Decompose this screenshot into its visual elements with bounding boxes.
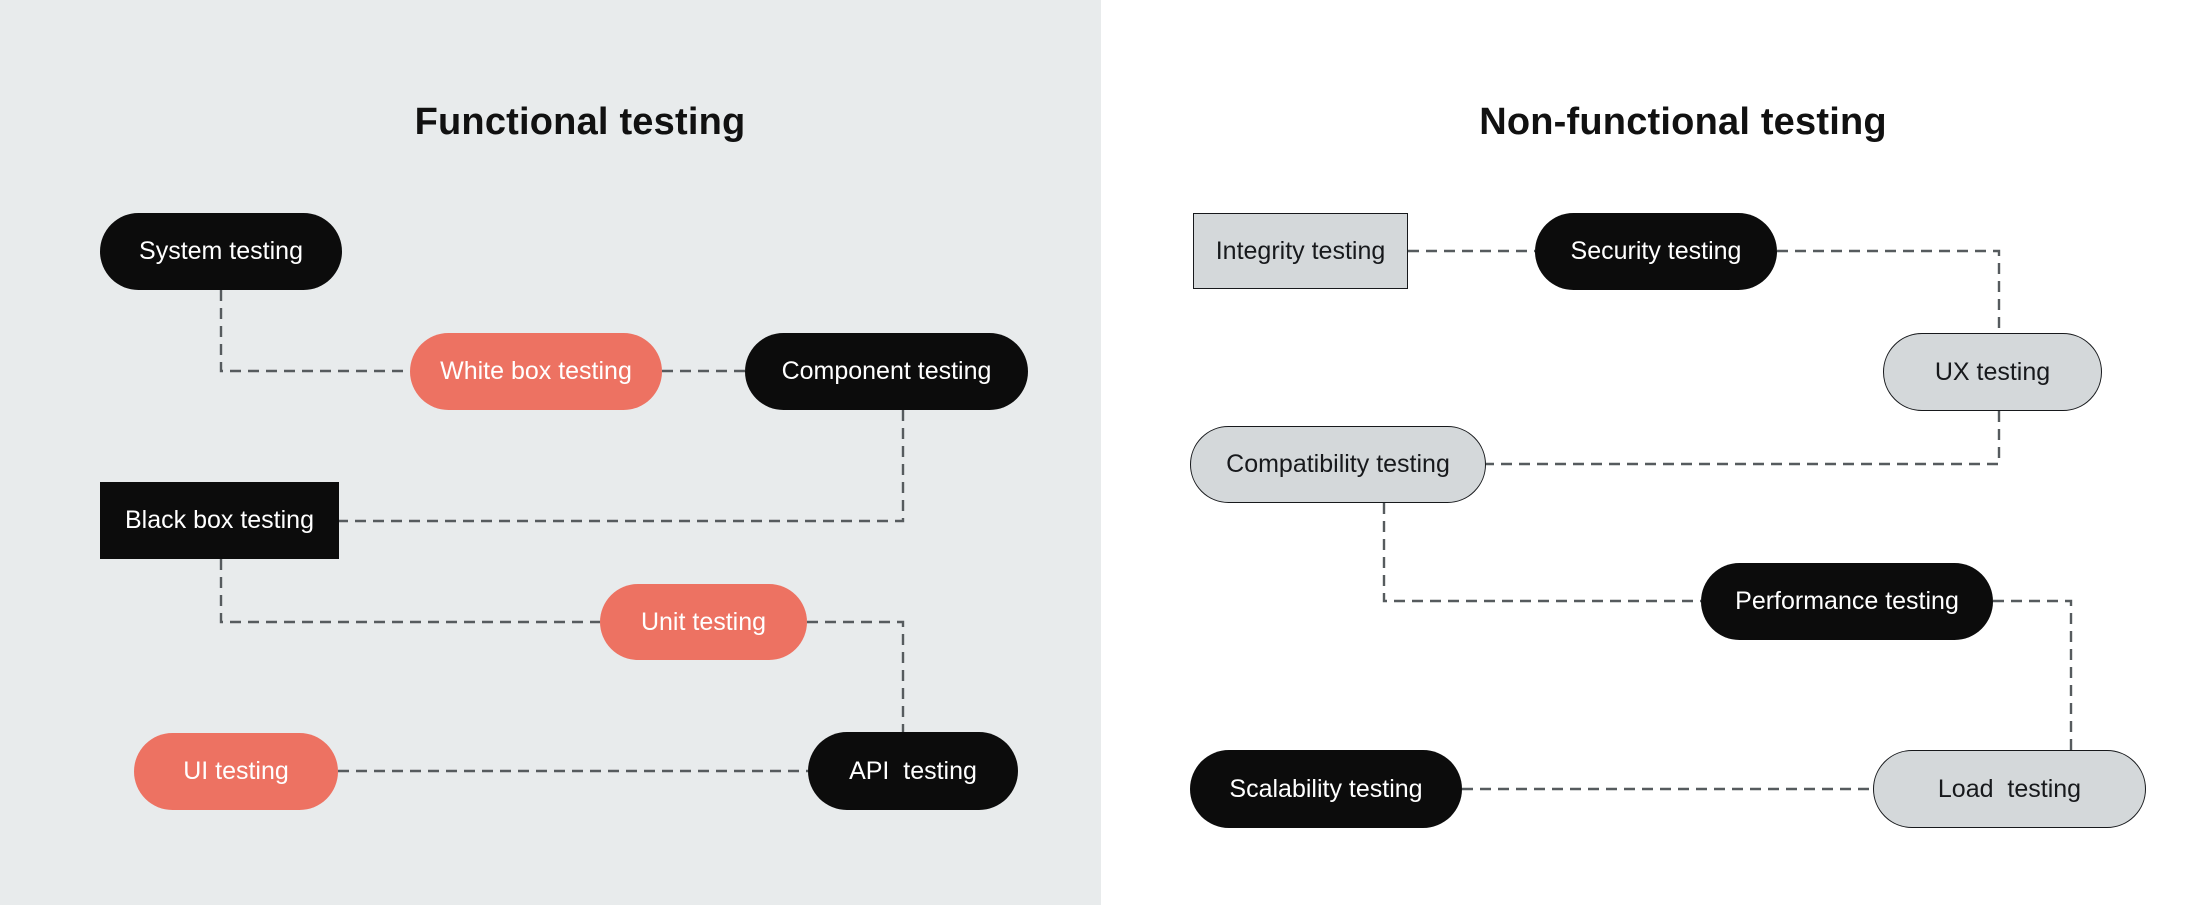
- node-ui-testing: UI testing: [134, 733, 338, 810]
- node-load-testing: Load testing: [1873, 750, 2146, 828]
- node-white-box-testing: White box testing: [410, 333, 662, 410]
- node-security-testing: Security testing: [1535, 213, 1777, 290]
- non-functional-testing-title: Non-functional testing: [1479, 101, 1887, 144]
- node-compatibility-testing: Compatibility testing: [1190, 426, 1486, 503]
- node-system-testing: System testing: [100, 213, 342, 290]
- node-component-testing: Component testing: [745, 333, 1028, 410]
- node-api-testing: API testing: [808, 732, 1018, 810]
- node-ux-testing: UX testing: [1883, 333, 2102, 411]
- functional-testing-title: Functional testing: [414, 101, 746, 144]
- node-performance-testing: Performance testing: [1701, 563, 1993, 640]
- node-black-box-testing: Black box testing: [100, 482, 339, 559]
- node-scalability-testing: Scalability testing: [1190, 750, 1462, 828]
- node-unit-testing: Unit testing: [600, 584, 807, 660]
- node-integrity-testing: Integrity testing: [1193, 213, 1408, 289]
